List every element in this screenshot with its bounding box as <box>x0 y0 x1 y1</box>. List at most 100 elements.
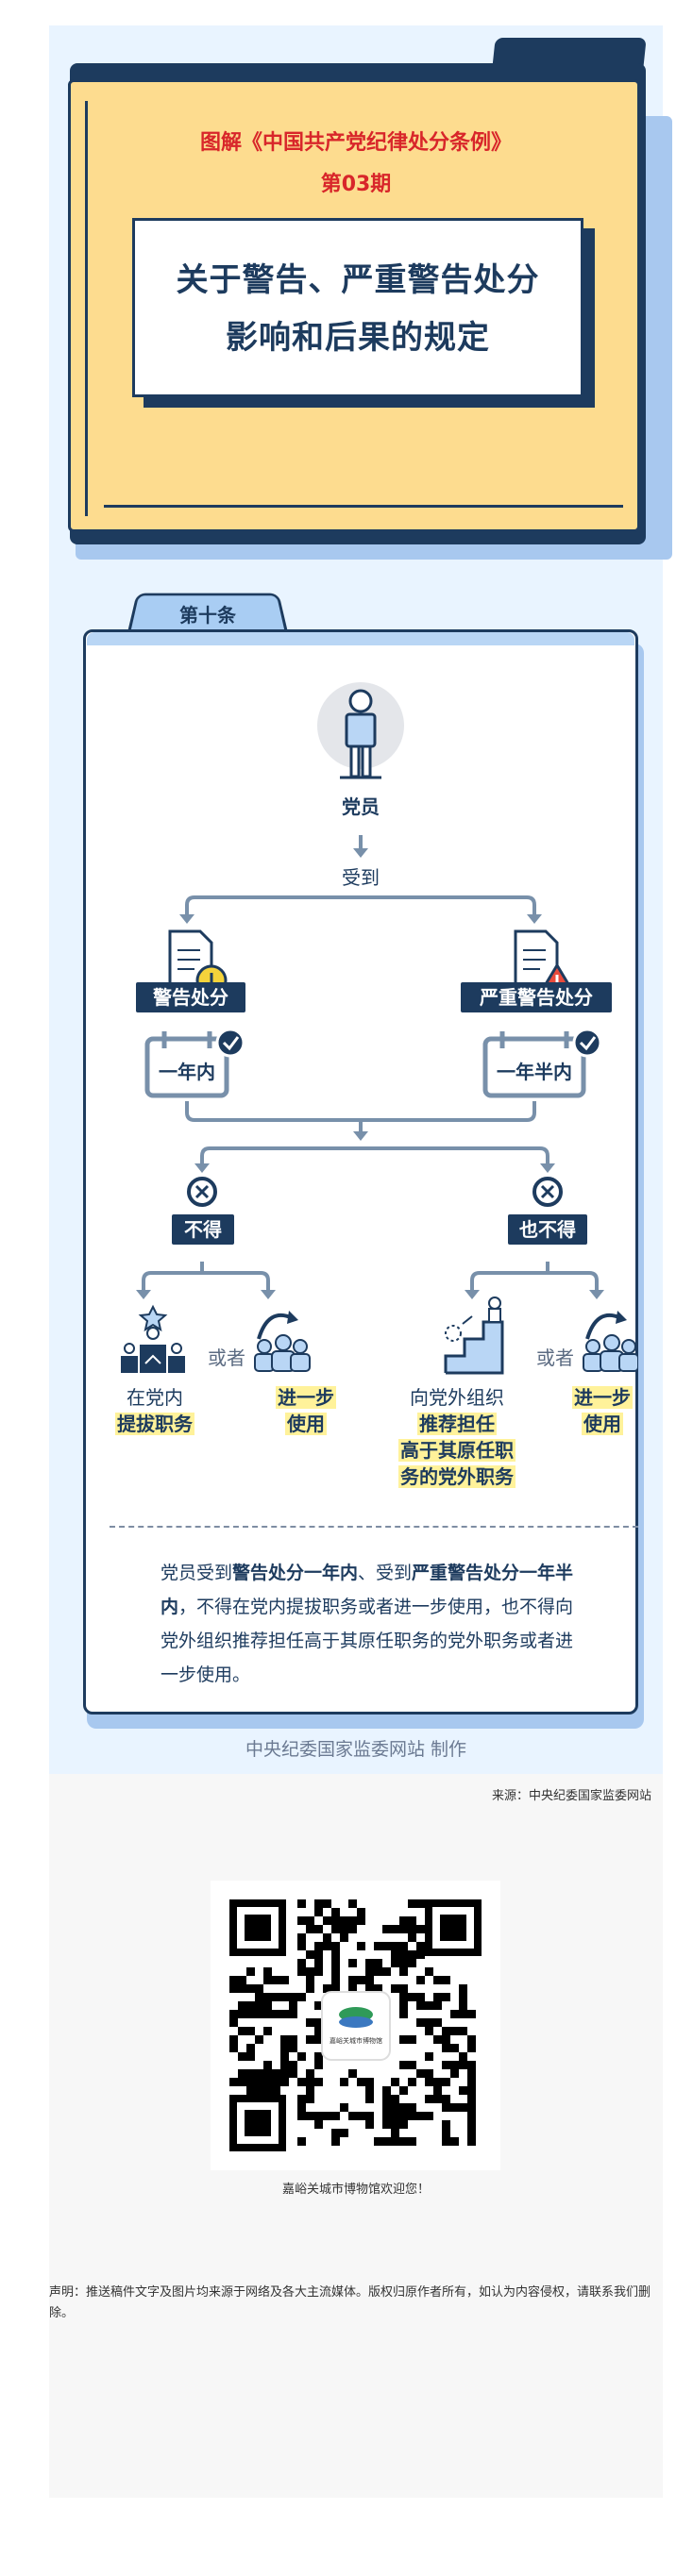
group-people-icon <box>254 1311 311 1372</box>
qr-module <box>323 1984 331 1993</box>
qr-module <box>331 2112 340 2120</box>
qr-module <box>467 2137 476 2146</box>
qr-module <box>391 2120 399 2129</box>
qr-module <box>348 1959 357 1967</box>
summary-bold: 严重警告处分一年半内 <box>161 1563 574 1617</box>
qr-module <box>382 2103 391 2112</box>
qr-module <box>289 2061 297 2069</box>
qr-module <box>238 1976 246 1984</box>
qr-module <box>433 2078 442 2086</box>
qr-module <box>459 2001 467 2010</box>
qr-module <box>314 2001 323 2010</box>
qr-module <box>374 1942 382 1950</box>
qr-module <box>357 1942 365 1950</box>
qr-module <box>382 1942 391 1950</box>
qr-module <box>314 2035 323 2044</box>
main-title-line-1: 关于警告、严重警告处分 <box>176 261 540 299</box>
qr-module <box>272 2086 280 2095</box>
qr-module <box>238 2010 246 2018</box>
qr-module <box>425 2095 433 2103</box>
qr-module <box>246 1967 255 1976</box>
qr-module <box>459 2010 467 2018</box>
or-label: 或者 <box>208 1347 245 1369</box>
qr-module <box>246 2069 255 2078</box>
qr-module <box>297 1967 306 1976</box>
qr-module <box>416 1942 425 1950</box>
right-option-a-highlight: 推荐担任 <box>417 1413 497 1435</box>
qr-caption: 嘉峪关城市博物馆欢迎您！ <box>281 2183 430 2197</box>
article-tab-label: 第十条 <box>179 604 236 627</box>
qr-module <box>331 1950 340 1959</box>
qr-module <box>382 2120 391 2129</box>
prohibition-label: 不得 <box>172 1214 234 1245</box>
qr-module <box>433 2018 442 2027</box>
qr-module <box>425 2069 433 2078</box>
qr-module <box>408 2137 416 2146</box>
qr-module <box>263 1993 272 2001</box>
receives-label: 受到 <box>342 866 380 889</box>
qr-module <box>314 2112 323 2120</box>
qr-module <box>382 2137 391 2146</box>
qr-module <box>314 2027 323 2035</box>
qr-module <box>399 1942 408 1950</box>
qr-module <box>399 2103 408 2112</box>
qr-module <box>323 1933 331 1942</box>
qr-module <box>229 1976 238 1984</box>
qr-module <box>399 2120 408 2129</box>
qr-module <box>450 2044 459 2052</box>
qr-module <box>399 1967 408 1976</box>
qr-module <box>272 2078 280 2086</box>
qr-module <box>297 2078 306 2086</box>
qr-module <box>238 1984 246 1993</box>
qr-module <box>289 2069 297 2078</box>
qr-module <box>399 1950 408 1959</box>
qr-module <box>297 2112 306 2120</box>
qr-module <box>442 2078 450 2086</box>
qr-module <box>374 1967 382 1976</box>
qr-module <box>246 2010 255 2018</box>
qr-module <box>399 2001 408 2010</box>
qr-logo-text: 嘉峪关城市博物馆 <box>330 2036 382 2045</box>
qr-module <box>297 1942 306 1950</box>
qr-code[interactable]: 嘉峪关城市博物馆 <box>211 1881 500 2170</box>
left-option-b-line2: 使用 <box>268 1409 344 1436</box>
qr-module <box>229 2035 238 2044</box>
qr-module <box>280 2078 289 2086</box>
qr-module <box>314 1908 323 1916</box>
subject-label: 党员 <box>342 795 380 818</box>
qr-module <box>450 2069 459 2078</box>
qr-module <box>425 2027 433 2035</box>
qr-module <box>348 2112 357 2120</box>
disclaimer: 声明：推送稿件文字及图片均来源于网络及各大主流媒体。版权归原作者所有，如认为内容… <box>49 2285 651 2320</box>
calendar-check-icon <box>144 1028 245 1098</box>
qr-module <box>467 2086 476 2095</box>
qr-module <box>399 2112 408 2120</box>
issue-number: 第03期 <box>320 173 392 196</box>
qr-module <box>263 1967 272 1976</box>
qr-module <box>416 2018 425 2027</box>
left-option-b-line1: 进一步 <box>268 1382 344 1410</box>
qr-module <box>365 1959 374 1967</box>
qr-module <box>238 2069 246 2078</box>
article-panel <box>83 629 638 1715</box>
right-option-b-highlight: 使用 <box>582 1413 623 1435</box>
qr-module <box>382 1925 391 1933</box>
qr-module <box>246 2001 255 2010</box>
qr-module <box>331 2137 340 2146</box>
warning-penalty-label: 警告处分 <box>136 982 245 1012</box>
qr-module <box>306 2078 314 2086</box>
qr-module <box>408 2112 416 2120</box>
qr-module <box>246 1984 255 1993</box>
qr-module <box>391 2112 399 2120</box>
qr-module <box>357 2078 365 2086</box>
merge-connector <box>185 1101 555 1173</box>
qr-module <box>467 2095 476 2103</box>
qr-module <box>459 2027 467 2035</box>
qr-module <box>246 2078 255 2086</box>
stairs-climb-icon <box>444 1296 504 1375</box>
qr-module <box>365 2078 374 2086</box>
qr-module <box>314 2120 323 2129</box>
qr-module <box>467 2069 476 2078</box>
qr-module <box>450 2061 459 2069</box>
right-option-a-line2: 推荐担任 <box>381 1409 532 1436</box>
